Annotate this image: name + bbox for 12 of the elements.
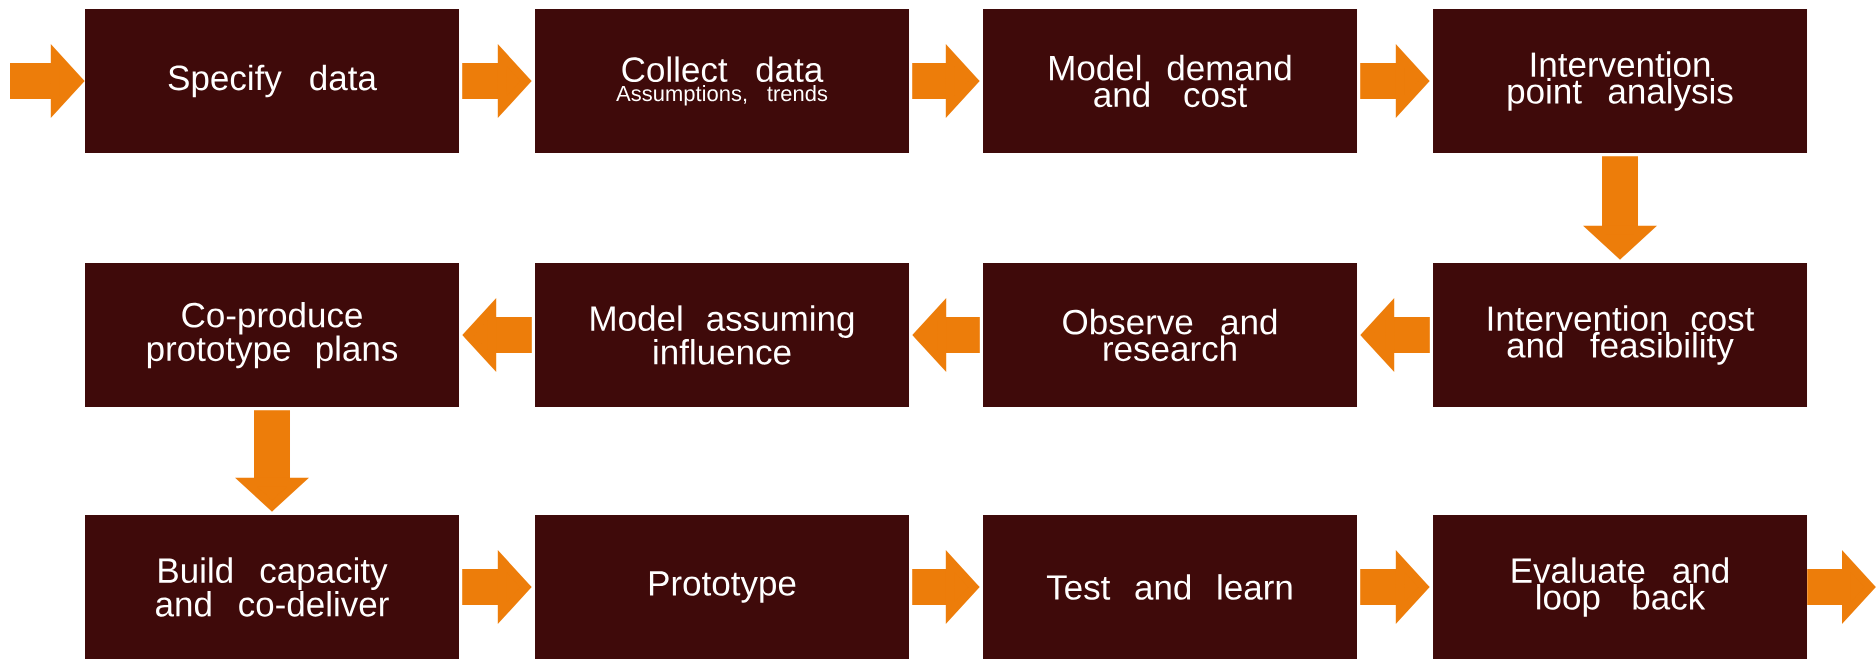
process-box: Observe and research: [983, 263, 1357, 407]
process-box: Co-produce prototype plans: [85, 263, 459, 407]
process-box: Model demand and cost: [983, 9, 1357, 153]
process-box: Evaluate and loop back: [1433, 515, 1807, 659]
process-box: Test and learn: [983, 515, 1357, 659]
process-box: Intervention point analysis: [1433, 9, 1807, 153]
process-box: Specify data: [85, 9, 459, 153]
process-box: Model assuming influence: [535, 263, 909, 407]
process-box: Collect data Assumptions, trends: [535, 9, 909, 153]
process-box: Prototype: [535, 515, 909, 659]
process-box: Intervention cost and feasibility: [1433, 263, 1807, 407]
process-box: Build capacity and co-deliver: [85, 515, 459, 659]
